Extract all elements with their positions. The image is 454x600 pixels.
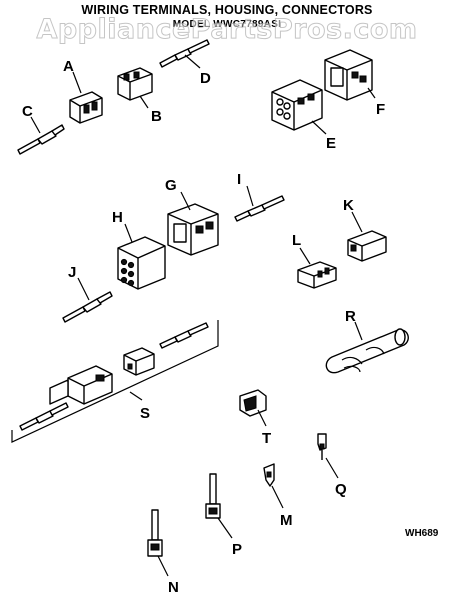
part-A-housing[interactable] xyxy=(69,91,103,124)
label-D[interactable]: D xyxy=(200,70,211,87)
label-F[interactable]: F xyxy=(376,101,385,118)
leader-P xyxy=(217,517,233,539)
leader-N xyxy=(157,555,169,577)
part-G-connector[interactable] xyxy=(167,203,219,256)
part-L-housing[interactable] xyxy=(297,261,337,289)
leader-L xyxy=(299,247,311,265)
leader-J xyxy=(77,277,90,301)
part-E-housing[interactable] xyxy=(271,79,323,131)
label-J[interactable]: J xyxy=(68,264,76,281)
leader-E xyxy=(311,120,327,135)
part-Q-terminal[interactable] xyxy=(317,433,327,460)
part-B-housing[interactable] xyxy=(117,67,153,101)
part-C-terminal[interactable] xyxy=(17,124,65,155)
label-L[interactable]: L xyxy=(292,232,301,249)
part-D-terminal[interactable] xyxy=(159,39,210,68)
label-E[interactable]: E xyxy=(326,135,336,152)
part-T-clip[interactable] xyxy=(239,389,267,417)
label-K[interactable]: K xyxy=(343,197,354,214)
part-R-sleeve[interactable] xyxy=(325,328,409,374)
leader-Q xyxy=(325,457,339,479)
label-R[interactable]: R xyxy=(345,308,356,325)
part-H-housing[interactable] xyxy=(117,236,166,290)
part-S-assembly[interactable] xyxy=(11,320,219,443)
leader-K xyxy=(351,211,363,233)
label-P[interactable]: P xyxy=(232,541,242,558)
part-F-connector[interactable] xyxy=(324,49,373,101)
diagram-model-line: MODEL WWC7789ASI xyxy=(172,19,282,30)
leader-F xyxy=(367,87,376,99)
diagram-title: WIRING TERMINALS, HOUSING, CONNECTORS xyxy=(81,3,373,17)
label-T[interactable]: T xyxy=(262,430,271,447)
part-P-terminal[interactable] xyxy=(205,473,221,519)
label-B[interactable]: B xyxy=(151,108,162,125)
leader-C xyxy=(30,116,41,134)
leader-T xyxy=(257,409,267,427)
leader-D xyxy=(184,54,201,69)
leader-B xyxy=(139,95,149,109)
diagram-code: WH689 xyxy=(405,528,439,539)
label-G[interactable]: G xyxy=(165,177,177,194)
part-N-terminal[interactable] xyxy=(147,509,163,557)
label-M[interactable]: M xyxy=(280,512,293,529)
leader-G xyxy=(180,191,191,211)
part-M-terminal[interactable] xyxy=(263,463,275,487)
leader-H xyxy=(124,223,133,243)
label-Q[interactable]: Q xyxy=(335,481,347,498)
part-K-housing[interactable] xyxy=(347,230,387,262)
part-J-terminal[interactable] xyxy=(62,291,113,323)
leader-M xyxy=(271,485,284,509)
leader-I xyxy=(246,185,254,207)
leader-R xyxy=(354,321,363,341)
label-A[interactable]: A xyxy=(63,58,74,75)
label-I[interactable]: I xyxy=(237,171,241,188)
leader-S xyxy=(129,391,143,401)
label-H[interactable]: H xyxy=(112,209,123,226)
label-C[interactable]: C xyxy=(22,103,33,120)
leader-A xyxy=(72,71,82,94)
label-N[interactable]: N xyxy=(168,579,179,596)
label-S[interactable]: S xyxy=(140,405,150,422)
part-I-terminal[interactable] xyxy=(234,195,285,222)
